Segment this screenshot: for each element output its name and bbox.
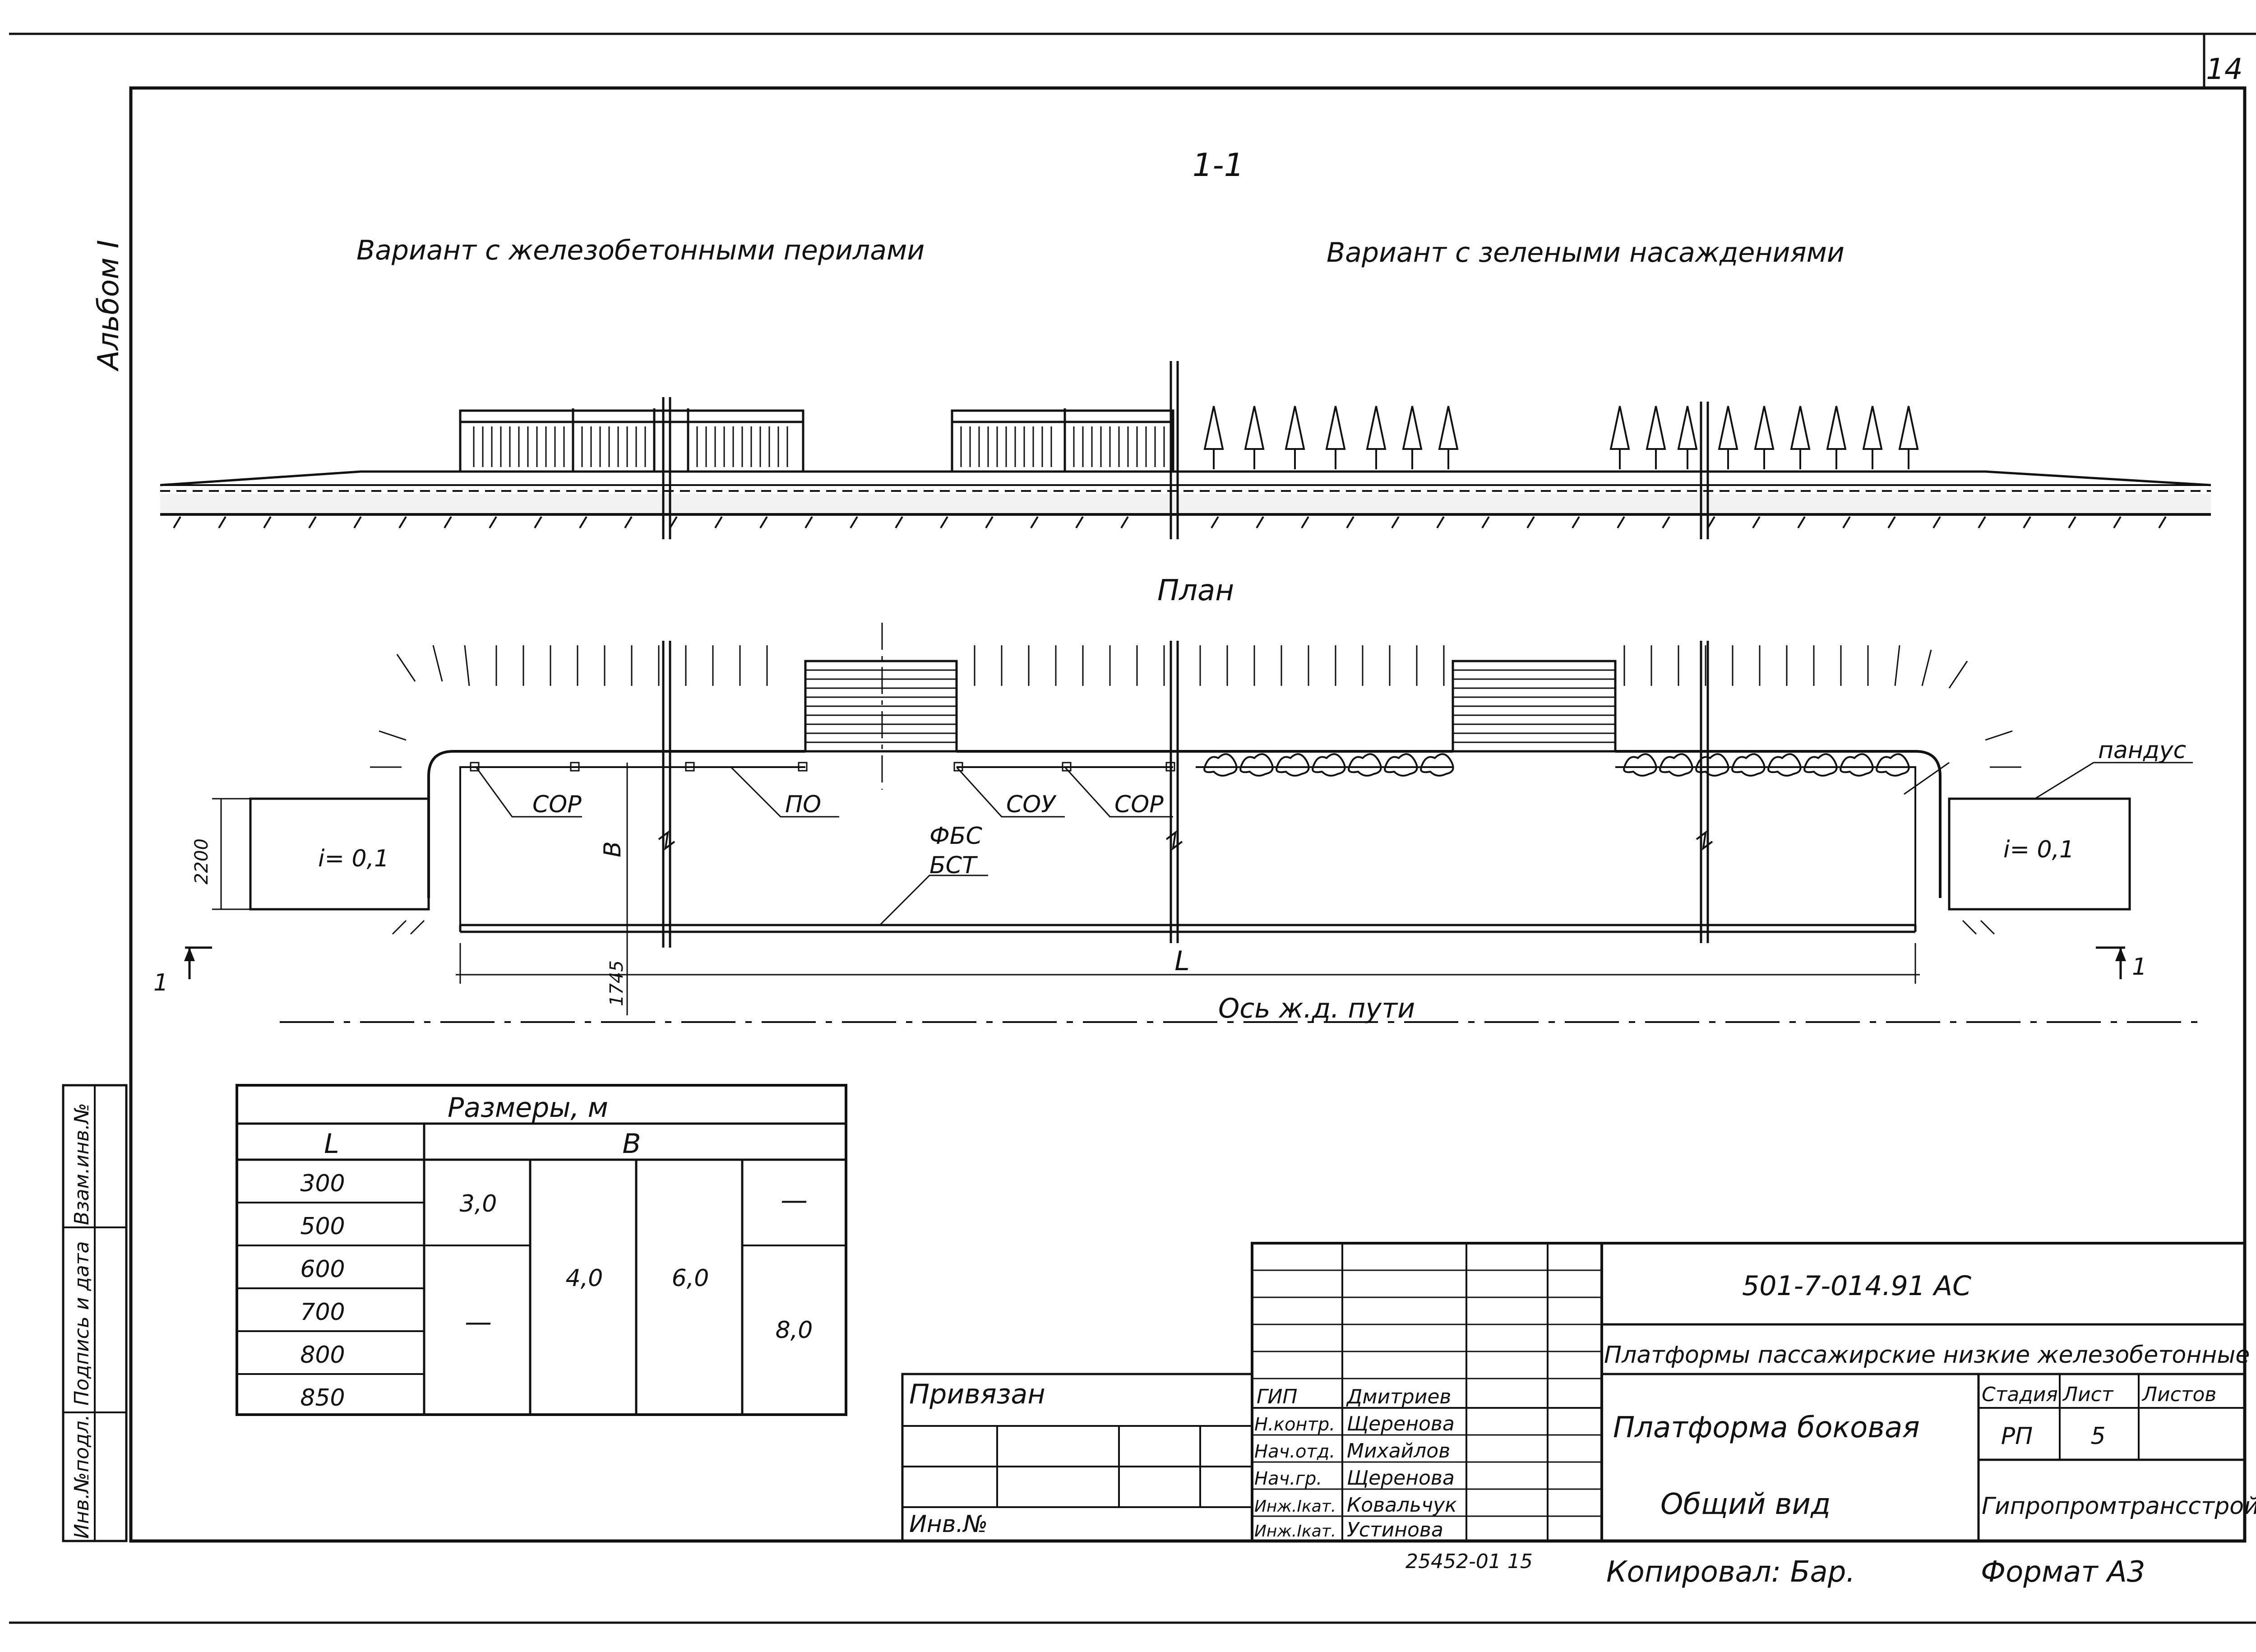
stamp-vzam: Взам.инв.№ [70, 1103, 93, 1225]
drawing-frame [129, 86, 2247, 1543]
plan-title: План [1157, 574, 1234, 607]
tb-name-3: Щеренова [1347, 1467, 1455, 1490]
tb-name-4: Ковальчук [1347, 1494, 1457, 1517]
tb-stage: РП [2001, 1423, 2033, 1450]
table-title: Размеры, м [448, 1092, 608, 1124]
table-b-6-0: 6,0 [672, 1265, 709, 1292]
cut-right-label: 1 [2132, 953, 2147, 981]
label-po: ПО [785, 791, 821, 818]
tb-role-4: Инж.Ікат. [1254, 1497, 1336, 1516]
tb-view-name: Общий вид [1660, 1488, 1831, 1521]
variant-right-title: Вариант с зелеными насаждениями [1327, 237, 1845, 268]
table-L-300: 300 [300, 1170, 345, 1197]
side-stamp: Взам.инв.№ Подпись и дата Инв.№подл. [62, 1084, 128, 1542]
label-sor-right: СОР [1114, 791, 1164, 818]
cut-left-label: 1 [153, 969, 168, 996]
footer-copied: Копировал: Бар. [1606, 1555, 1855, 1589]
stamp-podpis: Подпись и дата [70, 1241, 93, 1406]
dim-2200: 2200 [191, 838, 212, 884]
table-L-700: 700 [300, 1299, 345, 1326]
stamp-inv: Инв.№подл. [70, 1414, 93, 1539]
tb-name-1: Щеренова [1347, 1412, 1455, 1435]
title-block [901, 1242, 2246, 1542]
axis-label: Ось ж.д. пути [1218, 993, 1415, 1024]
table-b-8-0: 8,0 [776, 1317, 813, 1344]
table-L-800: 800 [300, 1342, 345, 1369]
label-b: В [599, 841, 626, 857]
table-b-4-0: 4,0 [566, 1265, 603, 1292]
variant-left-title: Вариант с железобетонными перилами [356, 235, 925, 266]
plan-view [184, 623, 2202, 1023]
tb-role-1: Н.контр. [1254, 1414, 1335, 1435]
album-label: Альбом I [92, 240, 125, 372]
tb-name-2: Михайлов [1347, 1439, 1450, 1462]
table-L-600: 600 [300, 1256, 345, 1283]
label-sor-left: СОР [532, 791, 582, 818]
tb-privyazan: Привязан [909, 1379, 1045, 1410]
sizes-table [236, 1084, 847, 1416]
tb-role-3: Нач.гр. [1254, 1468, 1322, 1489]
footer-format: Формат А3 [1981, 1555, 2145, 1589]
tb-stage-header: Стадия [1982, 1383, 2058, 1406]
tb-code: 501-7-014.91 АС [1742, 1270, 1971, 1302]
tb-project: Платформы пассажирские низкие железобето… [1604, 1342, 2250, 1369]
tb-list-header: Лист [2062, 1383, 2114, 1406]
label-slope-left: i= 0,1 [318, 845, 389, 872]
label-bst: БСТ [929, 852, 978, 879]
tb-role-0: ГИП [1257, 1385, 1298, 1408]
label-ramp: пандус [2098, 737, 2186, 764]
table-L-850: 850 [300, 1384, 345, 1411]
tb-inv-no: Инв.№ [909, 1511, 988, 1538]
tb-listov-header: Листов [2141, 1383, 2216, 1406]
sheet-number: 14 [2206, 53, 2242, 86]
section-title: 1-1 [1193, 147, 1244, 184]
table-col-L: L [324, 1128, 339, 1160]
sheet-number-box [2203, 34, 2245, 89]
footer-number: 25452-01 15 [1405, 1550, 1533, 1573]
tb-sheet-name: Платформа боковая [1613, 1411, 1920, 1444]
tb-role-5: Инж.Ікат. [1254, 1522, 1336, 1541]
table-b-3-0: 3,0 [460, 1190, 497, 1217]
dim-1745: 1745 [606, 960, 627, 1006]
tb-name-5: Устинова [1347, 1518, 1443, 1541]
tb-list: 5 [2090, 1423, 2105, 1450]
section-view [160, 361, 2211, 539]
tb-role-2: Нач.отд. [1254, 1441, 1335, 1462]
label-soy: СОУ [1006, 791, 1057, 818]
table-b-dash-2: — [781, 1185, 808, 1216]
tb-name-0: Дмитриев [1346, 1385, 1451, 1408]
dim-L: L [1174, 945, 1189, 977]
label-slope-right: i= 0,1 [2003, 836, 2074, 863]
table-b-dash-1: — [465, 1306, 492, 1338]
label-fbs: ФБС [929, 823, 982, 850]
table-col-B: В [622, 1128, 641, 1160]
table-L-500: 500 [300, 1213, 345, 1240]
tb-org: Гипропромтрансстрой [1982, 1493, 2256, 1520]
